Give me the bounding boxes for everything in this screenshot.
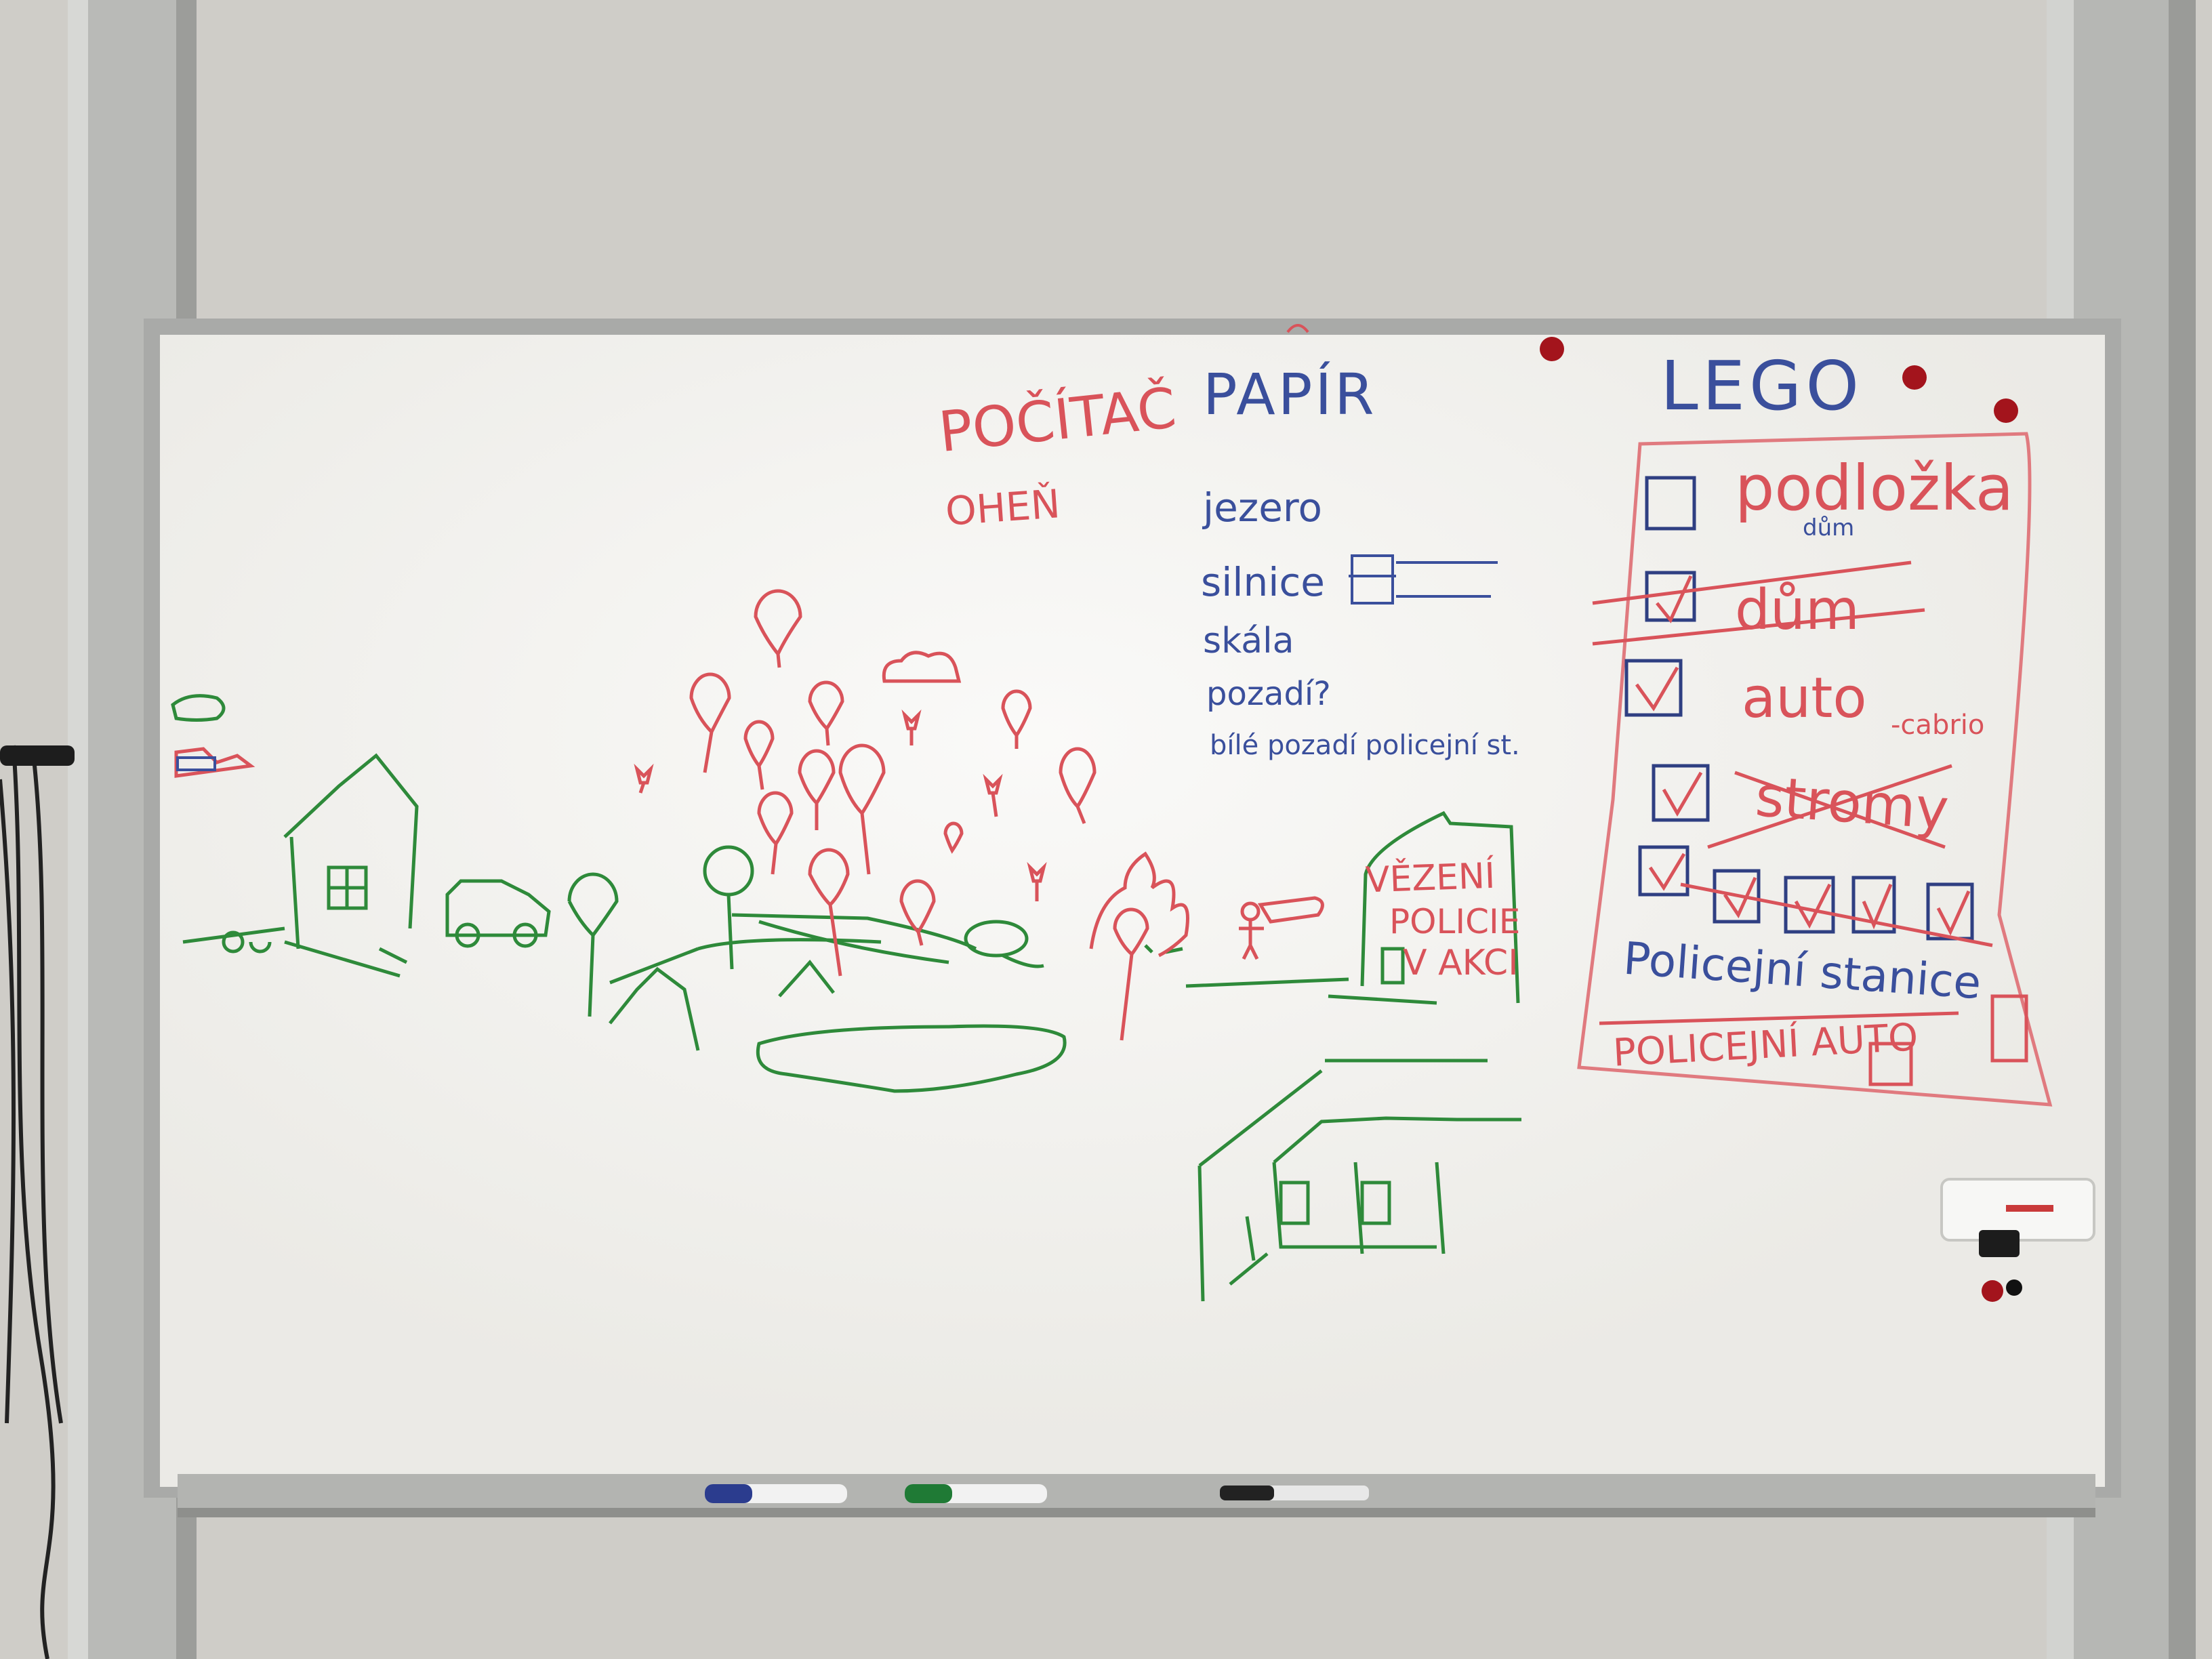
green-drawing <box>171 694 1521 1302</box>
silnice-sketch <box>1349 554 1498 605</box>
marker-black-icon <box>1220 1486 1369 1500</box>
pozadi-label: pozadí? <box>1206 675 1331 713</box>
skala-label: skála <box>1203 621 1294 661</box>
lego-item-dum: dům <box>1735 578 1860 642</box>
red-drawing <box>174 589 1324 1041</box>
marker-blue-icon <box>705 1484 847 1503</box>
lego-title: LEGO <box>1660 346 1864 426</box>
ohen-label: OHEŇ <box>943 480 1062 535</box>
lego-checks <box>1592 560 2028 1086</box>
silnice-label: silnice <box>1201 559 1325 605</box>
marker-tray <box>178 1474 2095 1513</box>
whiteboard-eraser-icon <box>1940 1178 2095 1257</box>
cables <box>0 745 63 1659</box>
lego-item-auto: auto <box>1742 666 1867 731</box>
vezeni-label: VĚZENÍ <box>1365 855 1496 901</box>
bile-pozadi-label: bílé pozadí policejní st. <box>1210 730 1520 761</box>
jezero-label: jezero <box>1203 485 1322 531</box>
marker-green-icon <box>905 1484 1047 1503</box>
lego-outline <box>1577 432 2053 1107</box>
lego-item-podlozka: podložka <box>1735 452 2014 525</box>
magnet-icon <box>1540 337 2018 1302</box>
v-akci-label: V AKCI <box>1403 943 1519 983</box>
policie-label: POLICIE <box>1389 902 1521 941</box>
lego-item-podlozka-note: dům <box>1803 514 1855 541</box>
lego-item-stromy: stromy <box>1753 764 1951 842</box>
lego-item-auto-note: -cabrio <box>1891 710 1985 741</box>
papir-label: PAPÍR <box>1203 361 1377 428</box>
lego-checkboxes <box>1624 476 1974 941</box>
